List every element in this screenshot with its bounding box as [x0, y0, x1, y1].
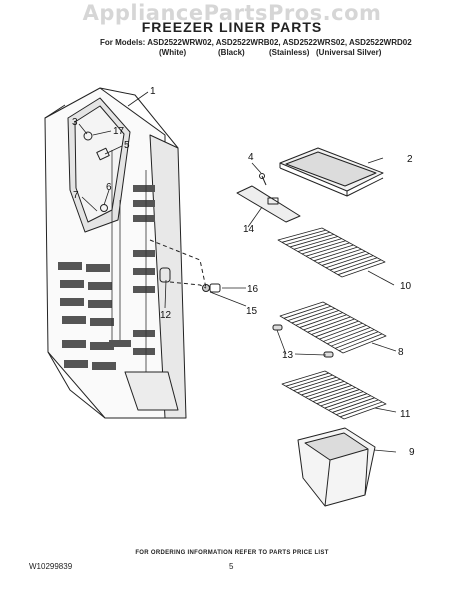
page-title: FREEZER LINER PARTS [141, 19, 323, 35]
callout-15: 15 [246, 306, 258, 317]
variant-universal-silver: (Universal Silver) [316, 48, 382, 57]
ordering-note: FOR ORDERING INFORMATION REFER TO PARTS … [135, 550, 329, 556]
callout-9: 9 [409, 447, 415, 458]
callout-17: 17 [113, 126, 125, 137]
wire-shelf-middle [279, 301, 387, 354]
callout-labels: 1 2 3 4 5 6 7 8 9 10 11 12 13 14 15 16 1… [72, 86, 415, 458]
callout-12: 12 [160, 310, 172, 321]
wire-shelf-upper [277, 227, 386, 278]
variant-black: (Black) [218, 48, 245, 57]
variant-white: (White) [159, 48, 187, 57]
callout-1: 1 [150, 86, 156, 97]
document-id: W10299839 [29, 562, 73, 571]
top-shelf [279, 147, 384, 197]
model-list: For Models: ASD2522WRW02, ASD2522WRB02, … [100, 38, 412, 47]
callout-14: 14 [243, 224, 255, 235]
callout-16: 16 [247, 284, 259, 295]
callout-10: 10 [400, 281, 412, 292]
shelf-bracket [236, 173, 301, 223]
callout-11: 11 [400, 409, 411, 420]
ice-bin [297, 427, 376, 507]
variant-stainless: (Stainless) [269, 48, 310, 57]
freezer-liner [44, 87, 187, 419]
callout-4: 4 [248, 152, 254, 163]
watermark: AppliancePartsPros.com [82, 1, 382, 25]
callout-3: 3 [72, 117, 78, 128]
callout-2: 2 [407, 154, 413, 165]
page-number: 5 [229, 562, 234, 571]
callout-5: 5 [124, 140, 130, 151]
callout-13: 13 [282, 350, 294, 361]
callout-8: 8 [398, 347, 404, 358]
callout-7: 7 [73, 190, 79, 201]
wire-shelf-lower [281, 370, 387, 420]
callout-6: 6 [106, 182, 112, 193]
